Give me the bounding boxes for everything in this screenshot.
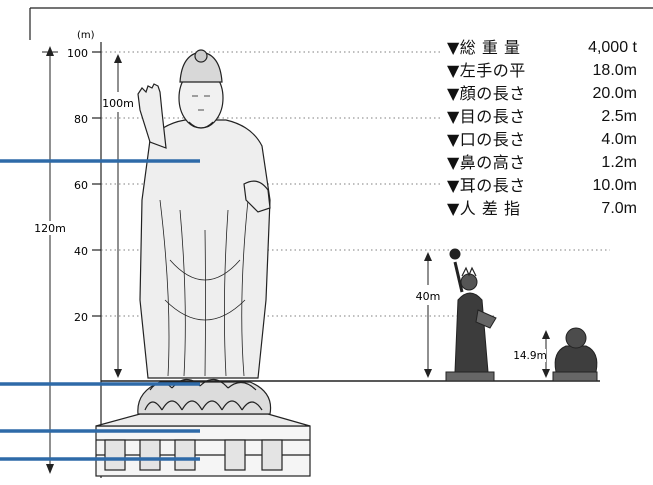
axis-tick-20: 20 [74, 311, 495, 324]
tick-label-60: 60 [74, 179, 88, 192]
spec-row-total-weight: ▼総 重 量 4,000 t [447, 36, 637, 59]
tick-label-100: 100 [67, 47, 88, 60]
spec-row-face-length: ▼顔の長さ 20.0m [447, 82, 637, 105]
liberty-height-dimension [424, 252, 432, 378]
spec-label: ▼口の長さ [447, 130, 526, 149]
spec-row-index-finger: ▼人 差 指 7.0m [447, 197, 637, 220]
tick-label-80: 80 [74, 113, 88, 126]
spec-label: ▼左手の平 [447, 61, 526, 80]
spec-value: 10.0m [592, 177, 637, 194]
kamakura-height-dimension [512, 330, 550, 378]
spec-row-nose-height: ▼鼻の高さ 1.2m [447, 151, 637, 174]
axis-tick-60: 60 [74, 179, 440, 192]
axis-unit: (m) [77, 30, 95, 41]
spec-row-left-palm: ▼左手の平 18.0m [447, 59, 637, 82]
liberty-height-label: 40m [416, 290, 441, 303]
kamakura-height-label: 14.9m [513, 350, 547, 362]
spec-row-eye-length: ▼目の長さ 2.5m [447, 105, 637, 128]
spec-value: 18.0m [592, 62, 637, 79]
total-height-dimension [36, 46, 65, 474]
spec-value: 20.0m [592, 85, 637, 102]
total-height-label: 120m [34, 222, 66, 235]
axis-tick-100: 100 [67, 47, 440, 60]
tick-label-20: 20 [74, 311, 88, 324]
statue-height-label: 100m [102, 97, 134, 110]
spec-list: ▼総 重 量 4,000 t ▼左手の平 18.0m ▼顔の長さ 20.0m ▼… [447, 36, 637, 220]
spec-value: 4.0m [601, 131, 637, 148]
spec-label: ▼耳の長さ [447, 176, 526, 195]
spec-value: 7.0m [601, 200, 637, 217]
spec-value: 4,000 t [588, 39, 637, 56]
spec-label: ▼総 重 量 [447, 38, 521, 57]
spec-label: ▼人 差 指 [447, 199, 521, 218]
statue-height-dimension [114, 54, 122, 378]
kamakura-daibutsu-figure [552, 327, 598, 382]
spec-row-ear-length: ▼耳の長さ 10.0m [447, 174, 637, 197]
spec-value: 2.5m [601, 108, 637, 125]
ushiku-daibutsu-figure [95, 49, 311, 477]
axis-tick-40: 40 [74, 245, 610, 258]
tick-label-40: 40 [74, 245, 88, 258]
spec-value: 1.2m [601, 154, 637, 171]
axis-tick-80: 80 [74, 113, 440, 126]
spec-label: ▼顔の長さ [447, 84, 526, 103]
spec-label: ▼鼻の高さ [447, 153, 526, 172]
spec-row-mouth-length: ▼口の長さ 4.0m [447, 128, 637, 151]
spec-label: ▼目の長さ [447, 107, 526, 126]
statue-of-liberty-figure [445, 248, 497, 382]
